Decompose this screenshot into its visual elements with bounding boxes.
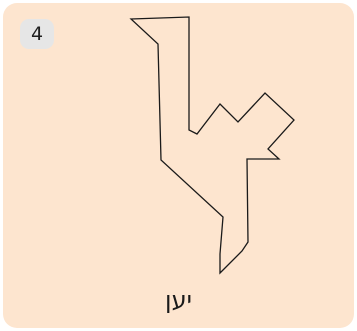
animal-name-caption: יען [3, 286, 354, 314]
puzzle-card: 4 יען [3, 3, 354, 328]
ostrich-silhouette-icon [3, 3, 354, 328]
silhouette-outline [131, 17, 294, 273]
